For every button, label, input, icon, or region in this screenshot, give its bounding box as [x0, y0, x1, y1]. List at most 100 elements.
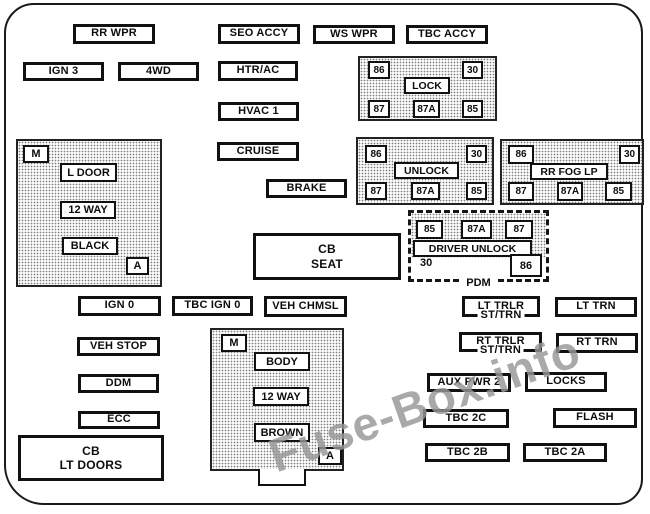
fuse-rt-trlr: RT TRLR ST/TRN [459, 332, 542, 357]
fuse-label: VEH CHMSL [272, 299, 339, 312]
fuse-rt-trn: RT TRN [556, 333, 638, 353]
pdm-pin-30: 30 [420, 257, 432, 269]
fuse-cruise: CRUISE [217, 142, 299, 161]
pin-label: 85 [470, 185, 483, 197]
fuse-label-line2: ST/TRN [477, 345, 524, 357]
connector-corner-label: A [326, 450, 334, 462]
relay-lock-label: LOCK [404, 77, 450, 94]
connector-left-row-ldoor: L DOOR [60, 163, 117, 182]
fuse-label: LOCKS [546, 375, 586, 388]
connector-middle-row-brown: BROWN [254, 423, 310, 442]
pin-label: 86 [370, 148, 382, 160]
pin-label: 87 [373, 103, 385, 115]
relay-unlock-pin-87a: 87A [411, 182, 440, 200]
relay-label: DRIVER UNLOCK [428, 242, 517, 255]
fuse-label: HTR/AC [236, 64, 280, 77]
connector-middle-row-body: BODY [254, 352, 310, 371]
connector-row-label: BODY [266, 355, 298, 368]
fuse-tbc-ign0: TBC IGN 0 [172, 296, 253, 316]
connector-left-row-black: BLACK [62, 237, 118, 255]
fuse-label: TBC 2B [447, 445, 488, 458]
pdm-pin-86: 86 [510, 254, 542, 277]
relay-unlock-pin-87: 87 [365, 182, 387, 200]
fuse-veh-chmsl: VEH CHMSL [264, 296, 347, 317]
connector-row-label: BLACK [70, 240, 110, 252]
breaker-line1: CB [318, 242, 336, 257]
pin-label: 86 [373, 64, 385, 76]
breaker-lt-doors: CB LT DOORS [18, 435, 164, 481]
pin-label: 87A [467, 224, 486, 235]
connector-left-row-12way: 12 WAY [60, 201, 116, 219]
pin-label: 87 [370, 185, 382, 197]
fuse-ign0: IGN 0 [78, 296, 161, 316]
breaker-line1: CB [82, 443, 100, 458]
relay-lock-pin-85: 85 [462, 100, 483, 118]
fuse-label: RR WPR [91, 27, 137, 40]
relay-lock-pin-87a: 87A [413, 100, 440, 118]
connector-row-label: BROWN [260, 426, 304, 439]
fuse-tbc-2a: TBC 2A [523, 443, 607, 462]
fuse-label: BRAKE [286, 181, 327, 194]
pdm-caption: PDM [461, 277, 496, 289]
pin-label: 30 [466, 64, 479, 76]
relay-unlock-pin-85: 85 [466, 182, 487, 200]
relay-unlock-label: UNLOCK [394, 162, 459, 179]
fuse-seo-accy: SEO ACCY [218, 24, 300, 44]
relay-unlock-pin-86: 86 [365, 145, 387, 163]
pdm-pin-85: 85 [416, 220, 443, 239]
fuse-label-line2: ST/TRN [477, 310, 525, 322]
pin-label: 86 [519, 259, 533, 272]
breaker-seat: CB SEAT [253, 233, 401, 280]
connector-row-label: 12 WAY [261, 390, 301, 403]
fuse-ecc: ECC [78, 411, 160, 429]
fuse-label: VEH STOP [89, 339, 148, 352]
relay-label: UNLOCK [404, 164, 449, 177]
connector-middle-tab [258, 469, 306, 486]
pdm-driver-unlock-label: DRIVER UNLOCK [413, 240, 532, 257]
fuse-label: LT TRLR [477, 299, 525, 312]
breaker-line2: LT DOORS [59, 458, 123, 472]
pin-label: 86 [515, 149, 527, 160]
pin-label: 85 [466, 103, 479, 115]
fuse-label: ECC [107, 413, 131, 426]
fuse-label: TBC 2A [544, 445, 586, 458]
fuse-ddm: DDM [78, 374, 159, 393]
fuse-brake: BRAKE [266, 179, 347, 198]
breaker-line2: SEAT [311, 256, 343, 271]
pin-label: 87A [560, 186, 580, 197]
pin-label: 30 [623, 149, 636, 160]
pdm-pin-87a: 87A [461, 220, 492, 239]
fuse-tbc-accy: TBC ACCY [406, 25, 488, 44]
fuse-tbc-2b: TBC 2B [425, 443, 510, 462]
relay-lock-pin-86: 86 [368, 61, 390, 79]
fuse-htr-ac: HTR/AC [218, 61, 298, 81]
fuse-veh-stop: VEH STOP [77, 337, 160, 356]
pin-label: 30 [470, 148, 483, 160]
fuse-label: SEO ACCY [229, 27, 289, 40]
pin-label: 85 [423, 224, 436, 235]
relay-rr-fog-pin-87a: 87A [557, 182, 583, 201]
fuse-label: IGN 0 [104, 299, 135, 312]
connector-corner-label: M [31, 148, 41, 160]
relay-rr-fog-pin-87: 87 [508, 182, 534, 201]
pin-label: 87 [513, 224, 525, 235]
fuse-label: TBC ACCY [417, 27, 477, 40]
panel-outline [4, 3, 643, 505]
fuse-aux-pwr2: AUX PWR 2 [427, 373, 511, 392]
fuse-label: RT TRLR [476, 335, 525, 348]
relay-rr-fog-label: RR FOG LP [530, 163, 608, 180]
relay-unlock-pin-30: 30 [466, 145, 487, 163]
connector-left-m: M [23, 145, 49, 163]
relay-rr-fog-pin-30: 30 [619, 145, 640, 164]
relay-lock-pin-30: 30 [462, 61, 483, 79]
fuse-lt-trlr: LT TRLR ST/TRN [462, 296, 540, 322]
fuse-label: TBC 2C [445, 411, 487, 424]
fuse-ign3: IGN 3 [23, 62, 104, 81]
pin-label: 30 [420, 257, 433, 269]
pin-label: 87 [515, 186, 527, 197]
connector-middle-row-12way: 12 WAY [253, 387, 309, 406]
fuse-label: WS WPR [330, 27, 378, 40]
relay-rr-fog-pin-86: 86 [508, 145, 534, 164]
fuse-label: CRUISE [236, 144, 280, 157]
